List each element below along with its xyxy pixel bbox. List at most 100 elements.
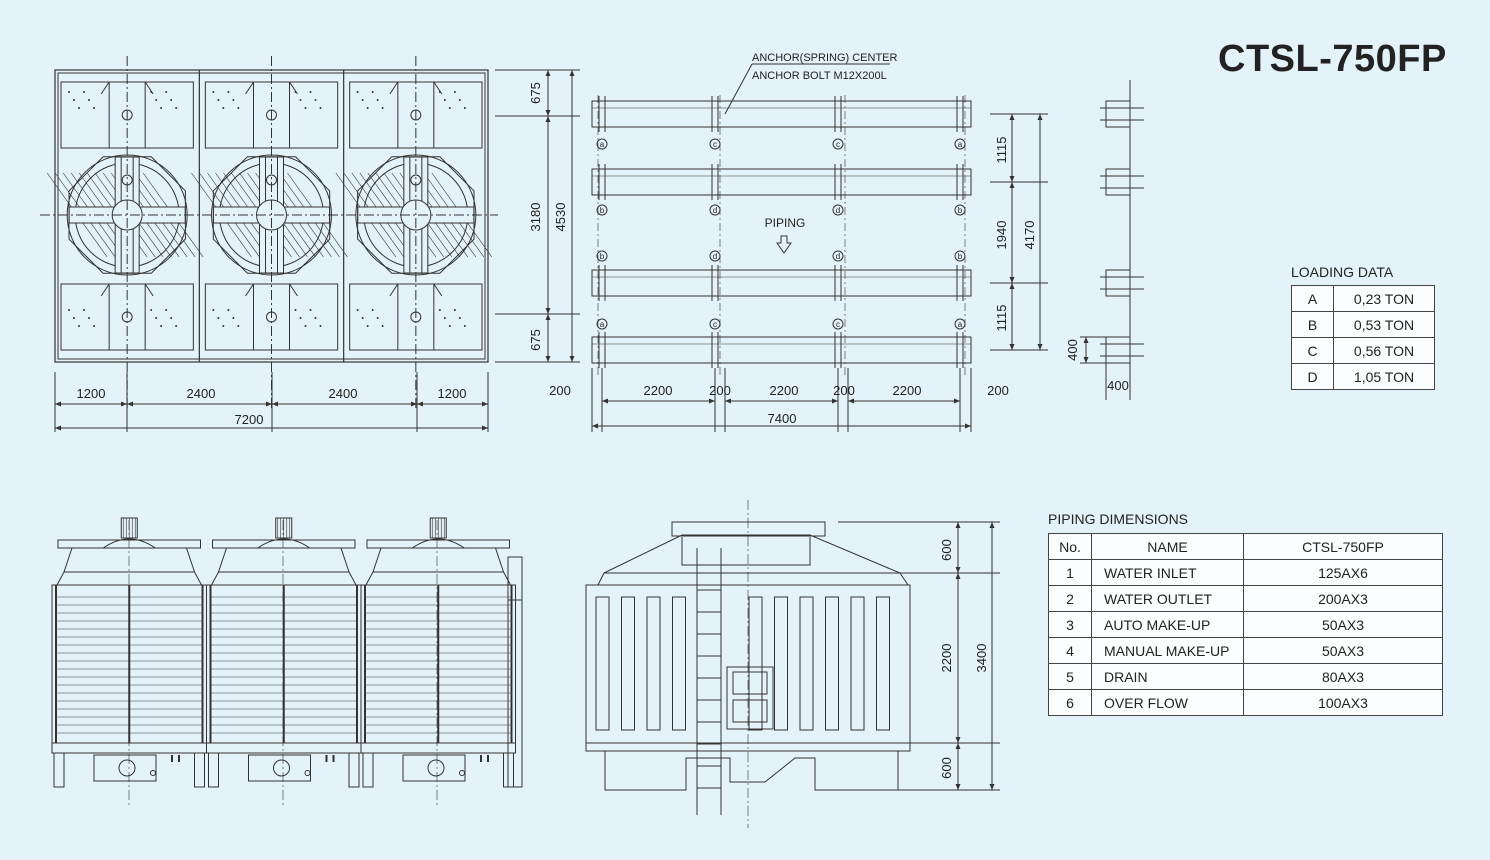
vent-dot — [381, 325, 384, 327]
pipe-no: 2 — [1048, 585, 1092, 612]
fan-stack — [372, 547, 504, 573]
anchor-point-circle — [596, 138, 608, 150]
vent-dot — [212, 91, 215, 93]
dimension-label: 200 — [709, 383, 731, 398]
dimension-arrow — [569, 70, 575, 76]
dimension-label: 2200 — [770, 383, 799, 398]
vent-dot — [371, 91, 374, 93]
vent-dot — [93, 107, 95, 109]
dimension-label: 200 — [549, 383, 571, 398]
dimension-arrow — [545, 314, 551, 320]
hood — [56, 571, 202, 586]
dimension-arrow — [1009, 283, 1015, 289]
vent-dot — [319, 325, 322, 327]
vent-dot — [73, 99, 75, 101]
dimension-label: 400 — [1107, 378, 1129, 393]
dimension-arrow — [1009, 182, 1015, 188]
anchor-point-circle — [832, 204, 844, 216]
dimension-arrow — [545, 116, 551, 122]
anchor-point-label: a — [600, 140, 605, 149]
table-header-row: No. NAME CTSL-750FP — [1048, 533, 1443, 560]
hood — [597, 572, 909, 586]
dimension-arrow — [848, 398, 854, 404]
vent-dot — [160, 325, 163, 327]
dimension-arrow — [411, 401, 417, 407]
dimension-label: 2400 — [329, 386, 358, 401]
vent-dot — [458, 317, 461, 319]
dimension-label: 1115 — [994, 137, 1009, 164]
fan-stack-rim — [212, 539, 356, 549]
vent-dot — [165, 91, 168, 93]
dimension-label: 675 — [528, 82, 543, 104]
dimension-arrow — [1009, 344, 1015, 350]
vent-dot — [222, 107, 225, 109]
model-title: CTSL-750FP — [1218, 38, 1447, 80]
anchor-point-label: a — [958, 140, 963, 149]
base-structure — [604, 751, 899, 791]
dimension-arrow — [55, 425, 61, 431]
dimension-arrow — [954, 398, 960, 404]
pipe-size: 100AX3 — [1243, 689, 1443, 716]
vent-dot — [155, 317, 158, 319]
vent-dot — [304, 325, 307, 327]
anchor-point-label: d — [836, 206, 840, 215]
vent-dot — [371, 309, 374, 311]
dimension-arrow — [1037, 114, 1043, 120]
dimension-arrow — [482, 401, 488, 407]
pipe-no: 3 — [1048, 611, 1092, 638]
dimension-arrow — [55, 401, 61, 407]
dimension-label: 7200 — [235, 412, 264, 427]
vent-dot — [309, 309, 312, 311]
load-value: 0,56 TON — [1333, 337, 1435, 364]
louver-panel — [748, 596, 763, 731]
dimension-arrow — [569, 356, 575, 362]
anchor-point-label: d — [713, 206, 717, 215]
frame-edge — [245, 283, 254, 297]
vent-dot — [170, 317, 173, 319]
dimension-arrow — [955, 573, 961, 579]
anchor-beam — [591, 336, 972, 364]
motor-cover — [257, 538, 311, 549]
vent-dot — [227, 91, 230, 93]
anchor-note: ANCHOR BOLT M12X200L — [752, 70, 887, 82]
dimension-label: 7400 — [768, 411, 797, 426]
plan-view — [40, 56, 580, 432]
dimension-label: 3400 — [974, 644, 989, 673]
pipe-size: 200AX3 — [1243, 585, 1443, 612]
pipe-name: WATER INLET — [1091, 559, 1244, 586]
dimension-label: 200 — [833, 383, 855, 398]
vent-dot — [319, 107, 322, 109]
frame-edge — [100, 283, 110, 297]
dimension-label: 2400 — [187, 386, 216, 401]
dimension-label: 600 — [939, 539, 954, 561]
vent-dot — [304, 107, 307, 109]
anchor-point-label: c — [836, 140, 840, 149]
dimension-arrow — [1009, 277, 1015, 283]
vent-dot — [88, 99, 90, 101]
anchor-beam — [591, 168, 972, 196]
louver-panel — [799, 596, 814, 731]
fan-stack-outline — [603, 534, 901, 574]
vent-dot — [453, 91, 456, 93]
load-value: 0,53 TON — [1333, 311, 1435, 338]
vent-dot — [448, 325, 451, 327]
dimension-label: 600 — [939, 757, 954, 779]
vent-dot — [165, 309, 168, 311]
dimension-arrow — [545, 110, 551, 116]
louver-panel — [850, 596, 865, 731]
pipe-no: 6 — [1048, 689, 1092, 716]
dimension-arrow — [1009, 176, 1015, 182]
anchor-plan-view — [591, 63, 1048, 432]
frame-edge — [433, 283, 443, 297]
load-value: 1,05 TON — [1333, 363, 1435, 390]
vent-dot — [232, 317, 235, 319]
dimension-arrow — [272, 401, 278, 407]
dimension-label: 675 — [528, 329, 543, 351]
anchor-point-circle — [832, 318, 844, 330]
